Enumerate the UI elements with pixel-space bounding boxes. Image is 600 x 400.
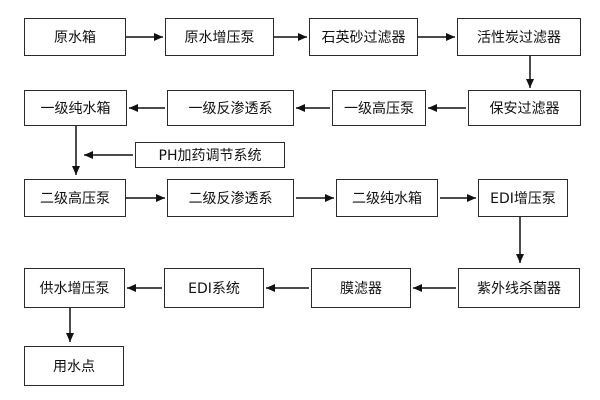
node-activated-carbon-filter: 活性炭过滤器 — [457, 18, 581, 56]
node-edi-booster-pump: EDI增压泵 — [478, 179, 568, 217]
node-raw-water-tank: 原水箱 — [24, 18, 126, 56]
node-secondary-reverse-osmosis: 二级反渗透系 — [167, 179, 294, 217]
node-raw-water-booster-pump: 原水增压泵 — [165, 18, 274, 56]
node-quartz-sand-filter: 石英砂过滤器 — [309, 18, 418, 56]
node-uv-sterilizer: 紫外线杀菌器 — [458, 268, 580, 308]
node-secondary-high-pressure-pump: 二级高压泵 — [24, 179, 126, 217]
node-point-of-use: 用水点 — [24, 346, 124, 386]
node-edi-system: EDI系统 — [164, 268, 264, 308]
node-security-filter: 保安过滤器 — [468, 90, 581, 126]
node-primary-high-pressure-pump: 一级高压泵 — [332, 90, 426, 126]
node-membrane-filter: 膜滤器 — [311, 268, 411, 308]
node-primary-reverse-osmosis: 一级反渗透系 — [167, 90, 294, 126]
node-primary-pure-water-tank: 一级纯水箱 — [24, 90, 127, 126]
node-secondary-pure-water-tank: 二级纯水箱 — [336, 179, 438, 217]
node-supply-booster-pump: 供水增压泵 — [24, 268, 125, 308]
node-ph-dosing-system: PH加药调节系统 — [135, 142, 285, 168]
